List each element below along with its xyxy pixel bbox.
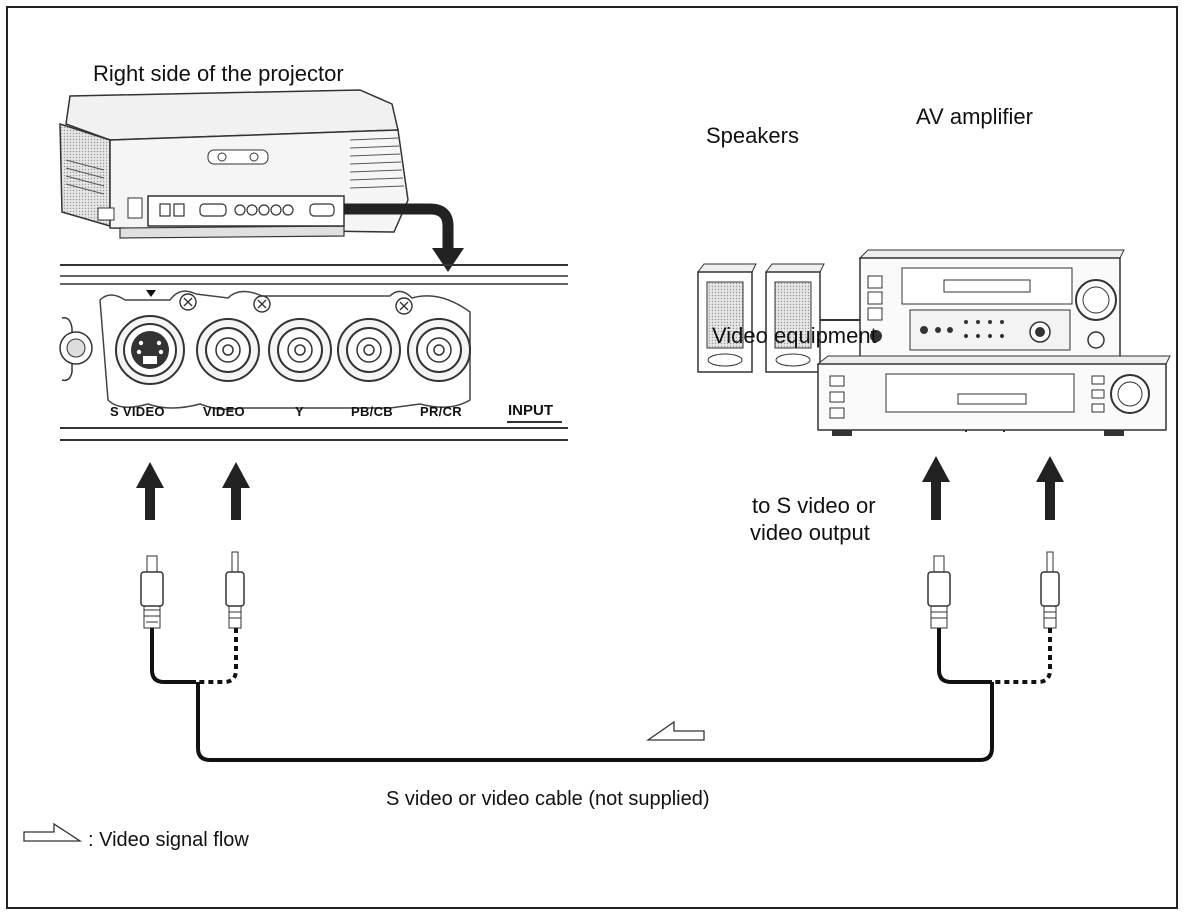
speakers-illustration [697, 263, 860, 373]
output-note-line1: to S video or [752, 493, 876, 518]
port-label-pr-cr: PR/CR [420, 404, 462, 419]
port-label-video: VIDEO [203, 404, 245, 419]
cable-caption: S video or video cable (not supplied) [386, 788, 710, 810]
speakers-label: Speakers [706, 123, 799, 148]
cable-plugs [140, 551, 1060, 629]
input-label: INPUT [508, 402, 553, 419]
input-panel-closeup [59, 264, 568, 441]
av-amplifier-illustration [858, 249, 1125, 372]
rca-jacks [196, 318, 471, 382]
av-amplifier-label: AV amplifier [916, 104, 1033, 129]
projector-illustration [59, 89, 409, 239]
signal-flow-arrow [645, 720, 705, 741]
diagram-frame [6, 6, 1178, 909]
zoom-arrow [344, 203, 454, 252]
port-label-pb-cb: PB/CB [351, 404, 393, 419]
legend-text: : Video signal flow [88, 829, 249, 851]
video-equipment-label: Video equipment [712, 323, 877, 348]
projector-side-label: Right side of the projector [93, 61, 344, 86]
output-note-line2: video output [750, 520, 870, 545]
legend-arrow-icon [23, 822, 83, 842]
cable [150, 628, 1052, 762]
port-label-s-video: S VIDEO [110, 404, 165, 419]
video-equipment-illustration [816, 355, 1171, 436]
signal-arrows [136, 456, 1064, 520]
port-label-y: Y [295, 404, 304, 419]
